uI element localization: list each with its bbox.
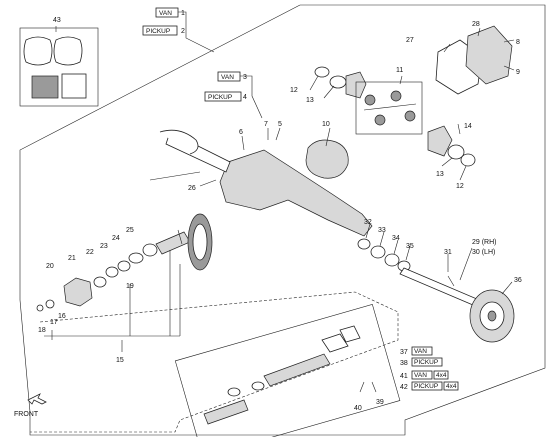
callout-18: 18: [38, 327, 46, 334]
gasket-left: [23, 36, 53, 66]
seal-34: [384, 253, 400, 267]
callout-23: 23: [100, 243, 108, 250]
gasket-right: [53, 36, 83, 66]
propshaft-inner-box: [174, 304, 401, 437]
gasket-inset-box: [19, 27, 99, 107]
callout-6: 6: [239, 129, 243, 136]
callout-1: 1: [181, 10, 185, 17]
callout-37: 37: [400, 349, 408, 356]
callout-5: 5: [278, 121, 282, 128]
propeller-shaft-front: [203, 399, 249, 425]
rear-cover-28: [465, 25, 513, 85]
washer-16: [45, 299, 55, 309]
bearing-25: [142, 243, 158, 257]
spacer-23: [117, 260, 131, 272]
washer-12-lower: [460, 153, 476, 167]
tag-van-41: VAN: [414, 372, 427, 379]
drive-pinion: [155, 231, 191, 255]
callout-32: 32: [364, 219, 372, 226]
tag-van-37: VAN: [414, 348, 427, 355]
callout-33: 33: [378, 227, 386, 234]
tag-pickup-4: PICKUP: [208, 94, 232, 101]
gear-set-box-11: [355, 81, 423, 135]
callout-16: 16: [58, 313, 66, 320]
bearing-cup-right: [427, 125, 453, 157]
callout-30: 30 (LH): [472, 249, 495, 256]
callout-25: 25: [126, 227, 134, 234]
tag-group-1-2: [142, 7, 215, 53]
sealant-sheet: [61, 73, 87, 99]
brake-line: [159, 129, 199, 155]
callout-7: 7: [264, 121, 268, 128]
front-arrow-icon: [27, 393, 47, 405]
universal-joint: [321, 325, 361, 353]
callout-12-lower: 12: [456, 183, 464, 190]
main-group-outline: [19, 4, 546, 436]
axle-housing: [219, 149, 373, 237]
callout-42: 42: [400, 384, 408, 391]
callout-26: 26: [188, 185, 196, 192]
pinion-flange-20: [63, 277, 93, 307]
front-label: FRONT: [14, 411, 39, 418]
callout-20: 20: [46, 263, 54, 270]
tag-4x4-41: 4x4: [436, 372, 447, 379]
washer-12-upper: [314, 66, 330, 78]
tag-labels: VAN PICKUP VAN PICKUP VAN PICKUP VAN 4x4…: [146, 10, 457, 390]
leader-lines: [44, 26, 513, 393]
tag-pickup-2: PICKUP: [146, 28, 170, 35]
tag-pickup-42: PICKUP: [414, 383, 438, 390]
bearing-33: [370, 245, 386, 259]
callout-11: 11: [396, 67, 403, 74]
callout-4: 4: [243, 94, 247, 101]
callout-8: 8: [516, 39, 520, 46]
callout-34: 34: [392, 235, 400, 242]
callout-27: 27: [406, 37, 414, 44]
callout-21: 21: [68, 255, 76, 262]
callout-24: 24: [112, 235, 120, 242]
callout-41: 41: [400, 373, 408, 380]
shim-24: [128, 252, 144, 264]
callout-3: 3: [243, 74, 247, 81]
callout-43: 43: [53, 17, 61, 24]
nut-18: [36, 304, 44, 312]
callout-19: 19: [126, 283, 134, 290]
callout-17: 17: [50, 319, 58, 326]
differential-case-10: [305, 139, 349, 179]
tag-group-37-42: [411, 346, 459, 391]
tag-4x4-42: 4x4: [446, 383, 457, 390]
bearing-13-upper: [329, 75, 347, 89]
callout-38: 38: [400, 360, 408, 367]
callout-35: 35: [406, 243, 414, 250]
tag-van-1: VAN: [159, 10, 172, 17]
callout-22: 22: [86, 249, 94, 256]
callout-28: 28: [472, 21, 480, 28]
callout-40: 40: [354, 405, 362, 412]
sealant-package: [31, 75, 59, 99]
bearing-13-lower: [447, 144, 465, 160]
callout-13-upper: 13: [306, 97, 314, 104]
callout-9: 9: [516, 69, 520, 76]
callout-12-upper: 12: [290, 87, 298, 94]
callout-10: 10: [322, 121, 330, 128]
callout-15: 15: [116, 357, 124, 364]
callout-36: 36: [514, 277, 522, 284]
axle-shaft-29-30: [399, 267, 485, 309]
seal-21: [93, 276, 107, 288]
callout-29: 29 (RH): [472, 239, 497, 246]
washer-32: [357, 238, 371, 250]
propshaft-group-outline: [30, 291, 399, 433]
callout-labels: 43 1 2 3 4 28 27 8 9 11 12 13 10 14 13 1…: [38, 10, 522, 412]
callout-39: 39: [376, 399, 384, 406]
callout-13-lower: 13: [436, 171, 444, 178]
tag-group-3-4: [204, 71, 263, 119]
propeller-shaft-rear: [263, 353, 331, 387]
callout-31: 31: [444, 249, 452, 256]
tag-van-3: VAN: [221, 74, 234, 81]
bearing-22: [105, 266, 119, 278]
tag-pickup-38: PICKUP: [414, 359, 438, 366]
callout-14: 14: [464, 123, 472, 130]
callout-2: 2: [181, 28, 185, 35]
